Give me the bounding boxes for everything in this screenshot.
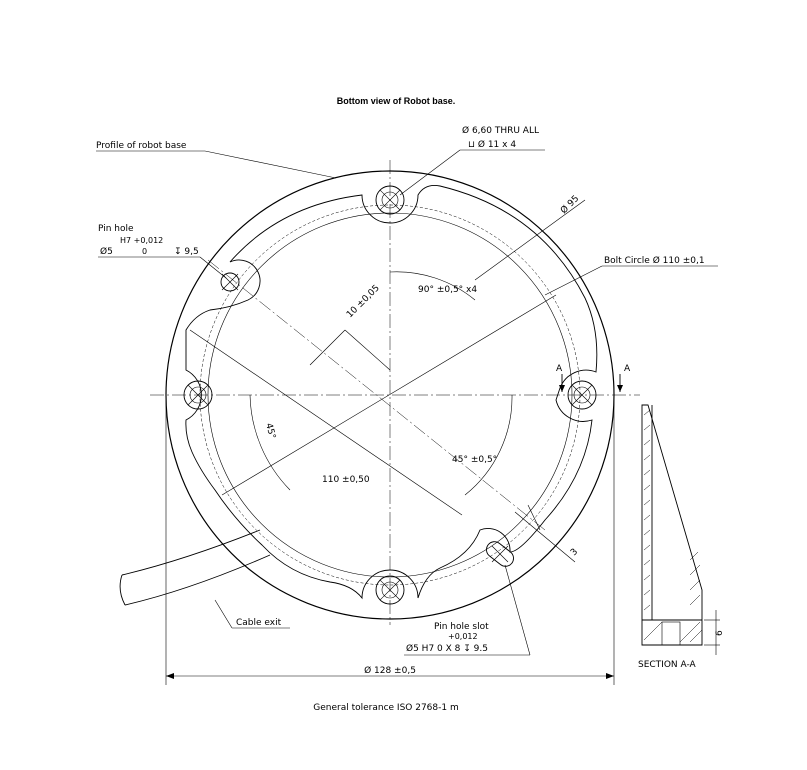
slot-title: Pin hole slot [434,622,489,632]
dim-3-label: 3 [569,547,580,558]
counterbore-label: ⊔ Ø 11 x 4 [468,139,516,150]
slot-tolerance: +0,012 [448,632,478,641]
cable [119,529,271,606]
pin-hole-slot [486,541,514,567]
bolt-hole-right [567,380,597,410]
angle-90-label: 90° ±0,5° x4 [418,285,477,295]
section-a-a-view [641,404,703,646]
section-mark-left: A [556,364,563,374]
pin-hole-depth: ↧ 9,5 [174,247,199,257]
section-label: SECTION A-A [638,660,697,670]
pin-hole-title: Pin hole [98,224,134,234]
bolt-hole-left [183,380,213,410]
pin-hole [220,272,240,292]
base-inner-profile [185,184,598,600]
dim-110-label: 110 ±0,50 [322,475,370,485]
dim-6-label: 6 [715,630,725,636]
bolt-hole-top [375,185,405,215]
dim-128-label: Ø 128 ±0,5 [364,665,416,676]
bolt-hole-bottom [375,575,405,605]
thru-hole-label: Ø 6,60 THRU ALL [462,125,539,136]
dim-10-label: 10 ±0,05 [345,283,382,320]
bolt-circle-label: Bolt Circle Ø 110 ±0,1 [604,255,705,266]
dia95-label: Ø 95 [558,193,581,216]
general-tolerance: General tolerance ISO 2768-1 m [313,703,459,713]
cable-exit-label: Cable exit [236,618,282,628]
pin-hole-diameter: Ø5 [100,246,113,257]
section-mark-right: A [624,364,631,374]
slot-spec: Ø5 H7 0 X 8 ↧ 9.5 [406,643,488,654]
angle-45-right-label: 45° ±0,5° [452,455,497,465]
profile-label: Profile of robot base [96,141,187,151]
diagonal-centerline [207,259,546,531]
pin-hole-zero: 0 [142,247,147,256]
pin-hole-tolerance: H7 +0,012 [120,236,163,245]
drawing-title: Bottom view of Robot base. [337,96,456,106]
angle-45-left-label: 45° [263,422,277,440]
